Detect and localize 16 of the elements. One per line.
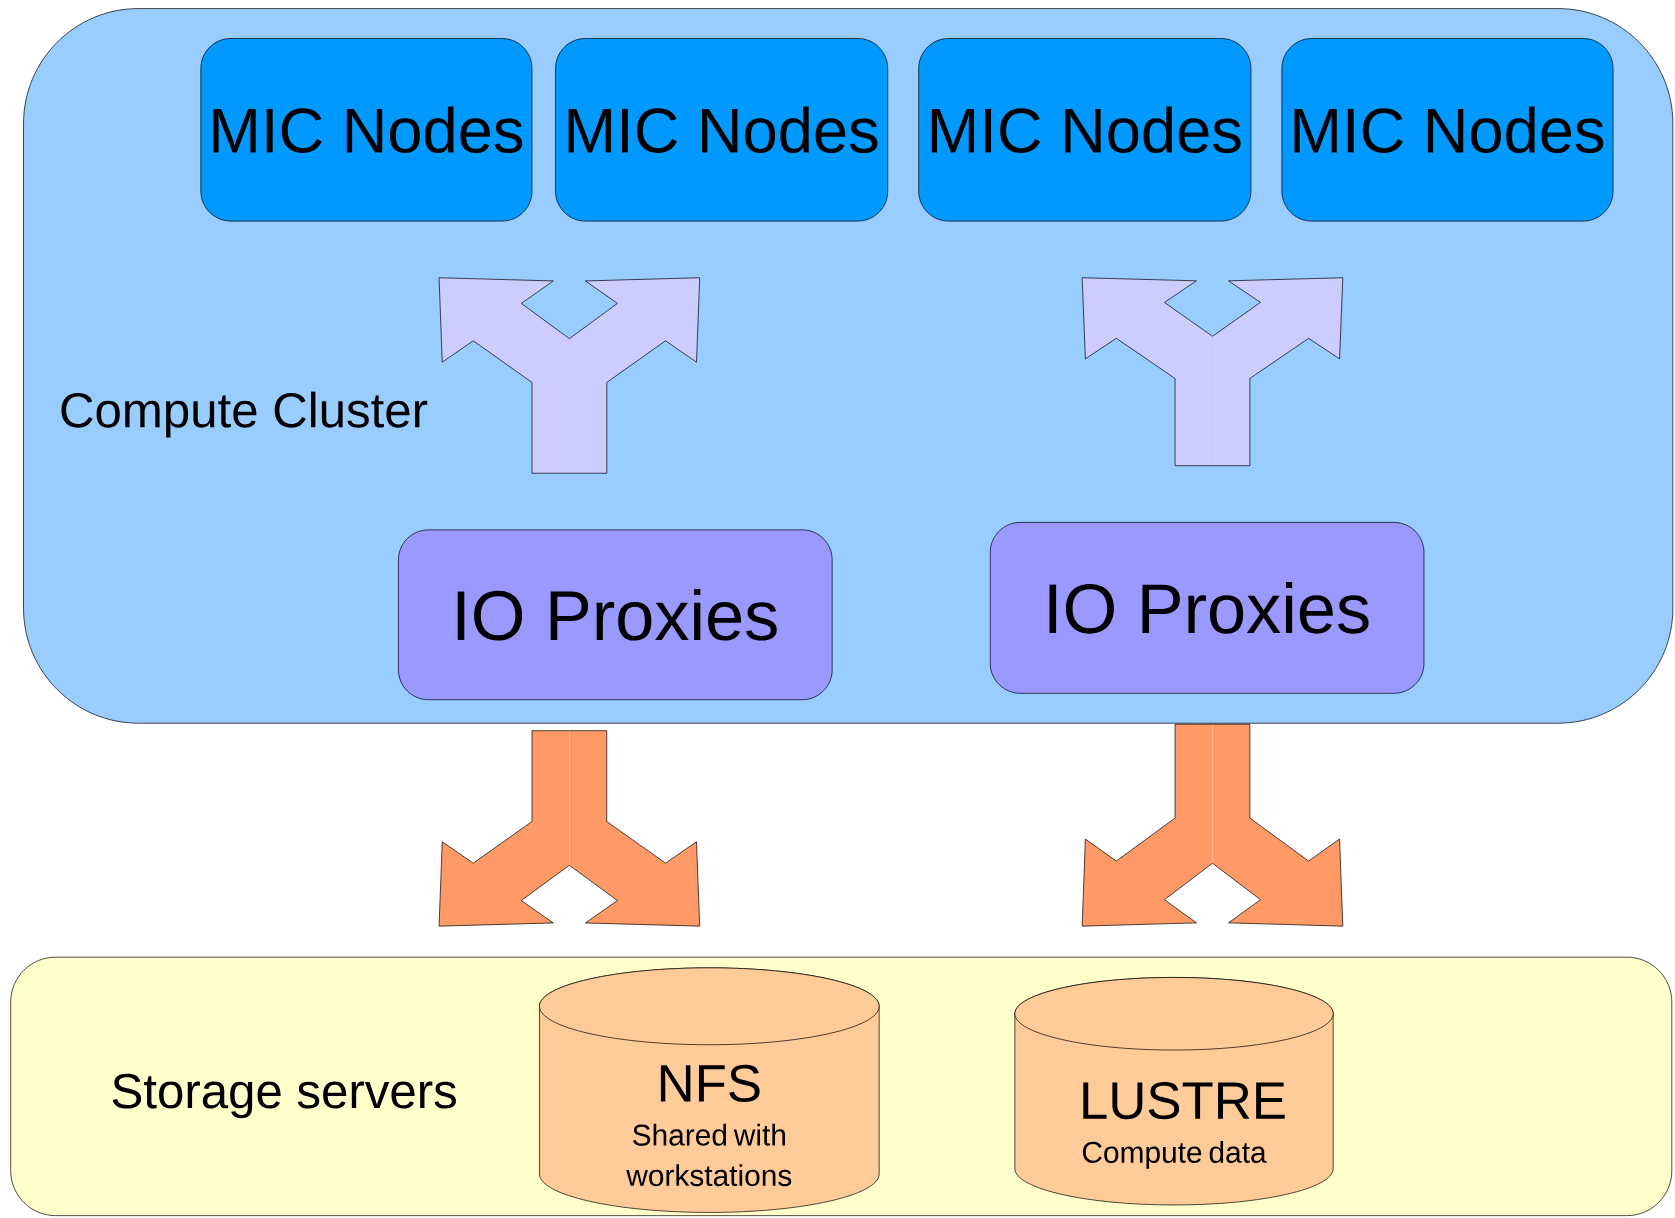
process-box: MIC Nodes	[200, 38, 533, 222]
fork-arrow	[438, 730, 570, 927]
fork-arrow	[438, 277, 570, 474]
fork-arrow	[569, 730, 701, 927]
fork-arrow	[1212, 277, 1344, 467]
process-box: IO Proxies	[989, 522, 1425, 694]
fork-arrow	[569, 277, 701, 474]
process-box: IO Proxies	[398, 529, 833, 701]
fork-arrow	[1212, 724, 1344, 927]
process-box: MIC Nodes	[555, 38, 889, 222]
database-cylinder: LUSTRE Compute data	[1014, 977, 1334, 1206]
fork-arrow	[1081, 724, 1213, 927]
fork-arrow	[1081, 277, 1213, 467]
process-box: MIC Nodes	[1281, 38, 1614, 222]
database-cylinder: NFS Shared with workstations	[539, 967, 880, 1213]
process-box: MIC Nodes	[918, 38, 1252, 222]
